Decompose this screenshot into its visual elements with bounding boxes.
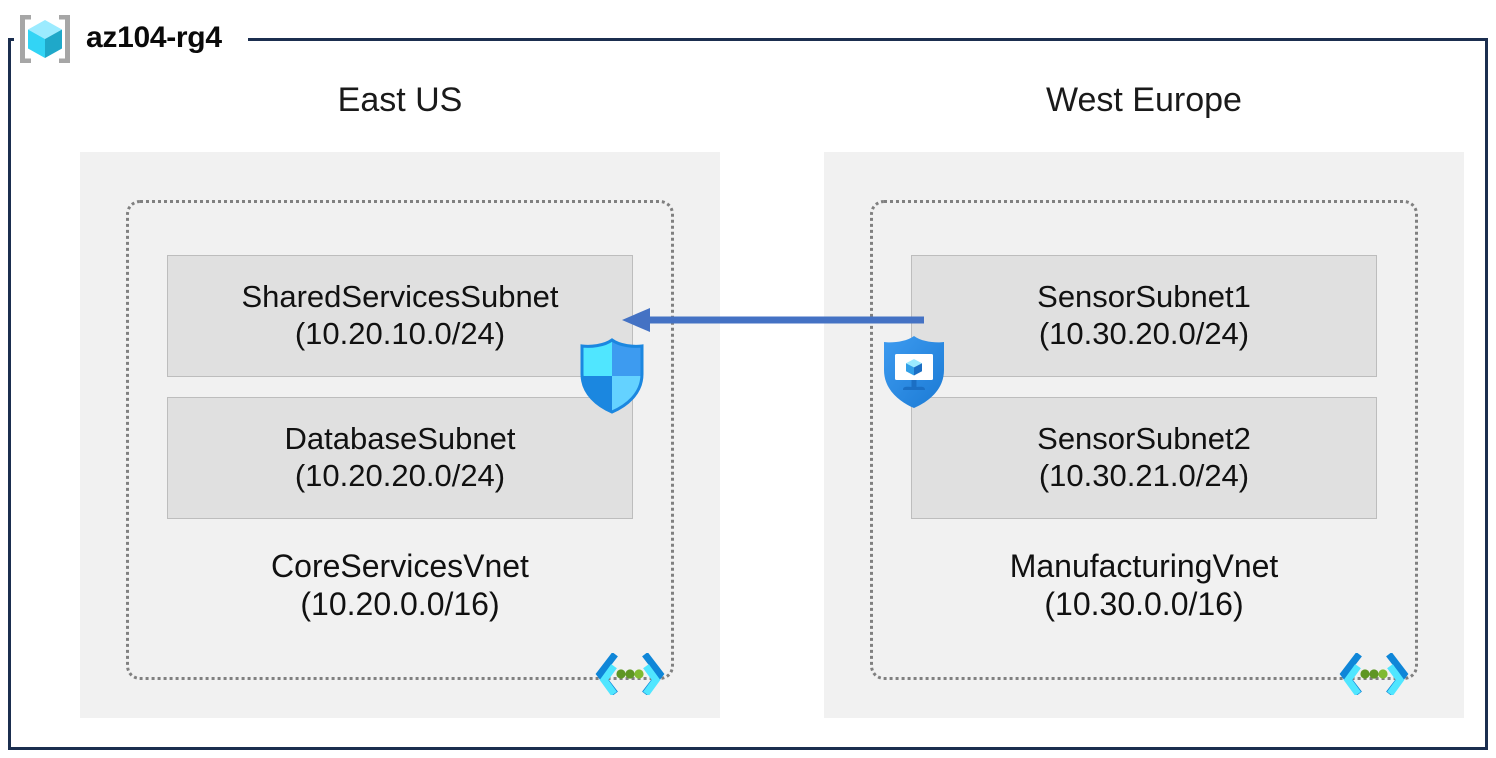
subnet-cidr: (10.30.21.0/24): [1038, 458, 1250, 493]
resource-group-frame: [8, 38, 1488, 750]
resource-group-name: az104-rg4: [86, 21, 222, 54]
virtual-network-icon: [595, 652, 665, 696]
vnet-cidr: (10.20.0.0/16): [300, 586, 500, 623]
subnet-shared-services[interactable]: SharedServicesSubnet (10.20.10.0/24): [167, 255, 633, 377]
vnet-caption: ManufacturingVnet (10.30.0.0/16): [873, 547, 1415, 624]
vnet-manufacturing[interactable]: SensorSubnet1 (10.30.20.0/24) SensorSubn…: [870, 200, 1418, 696]
resource-group-cube-icon: [14, 12, 76, 66]
vnet-caption: CoreServicesVnet (10.20.0.0/16): [129, 547, 671, 624]
region-west-europe: West Europe SensorSubnet1 (10.30.20.0/24…: [824, 81, 1464, 718]
region-label: West Europe: [1046, 81, 1242, 119]
subnet-database[interactable]: DatabaseSubnet (10.20.20.0/24): [167, 397, 633, 519]
subnet-name: SharedServicesSubnet: [241, 279, 559, 315]
vnet-name: ManufacturingVnet: [1009, 548, 1279, 584]
subnet-sensor-1[interactable]: SensorSubnet1 (10.30.20.0/24): [911, 255, 1377, 377]
subnet-sensor-2[interactable]: SensorSubnet2 (10.30.21.0/24): [911, 397, 1377, 519]
vnet-core-services[interactable]: SharedServicesSubnet (10.20.10.0/24) Dat…: [126, 200, 674, 696]
region-container: SharedServicesSubnet (10.20.10.0/24) Dat…: [80, 152, 720, 718]
peering-arrow-left-icon: [618, 300, 930, 340]
vnet-cidr: (10.30.0.0/16): [1044, 586, 1244, 623]
subnet-cidr: (10.20.20.0/24): [294, 458, 506, 493]
region-container: SensorSubnet1 (10.30.20.0/24) SensorSubn…: [824, 152, 1464, 718]
bastion-monitor-shield-icon: [880, 334, 948, 410]
resource-group-header: az104-rg4: [14, 8, 222, 70]
subnet-name: SensorSubnet1: [1037, 279, 1251, 315]
subnet-name: SensorSubnet2: [1037, 421, 1251, 457]
virtual-network-icon: [1339, 652, 1409, 696]
network-security-group-shield-icon: [578, 338, 646, 414]
region-label: East US: [337, 81, 463, 119]
subnet-name: DatabaseSubnet: [284, 421, 516, 457]
subnet-cidr: (10.30.20.0/24): [1038, 316, 1250, 351]
vnet-name: CoreServicesVnet: [271, 548, 529, 584]
region-east-us: East US SharedServicesSubnet (10.20.10.0…: [80, 81, 720, 718]
subnet-cidr: (10.20.10.0/24): [294, 316, 506, 351]
